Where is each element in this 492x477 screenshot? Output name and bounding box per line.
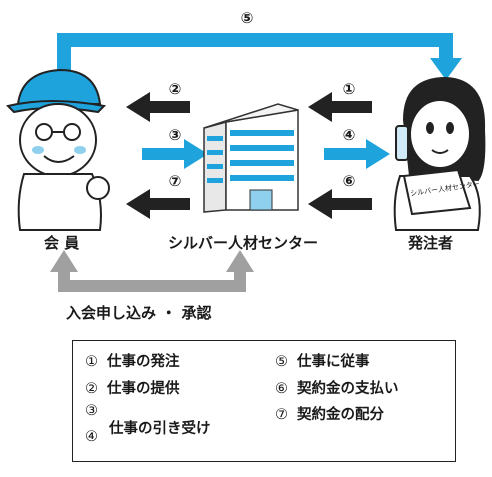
label-2: ② [168,80,182,98]
arrow-1-black [308,92,372,122]
building-icon [203,103,299,213]
center-label: シルバー人材センター [168,234,319,252]
label-7: ⑦ [168,172,182,190]
member-icon [6,68,110,231]
client-label: 発注者 [408,234,454,252]
legend-item-3: ③ [85,403,98,419]
arrow-6-black [308,189,372,219]
label-1: ① [342,80,356,98]
arrow-4-blue [324,139,390,169]
client-icon [393,76,486,231]
legend-item-3-4-text: 仕事の引き受け [109,421,211,437]
arrow-3-blue [142,139,208,169]
legend-item-4: ④ [85,429,98,445]
arrow-5-blue [57,33,462,80]
arrow-2-black [126,92,190,122]
arrow-7-black [126,189,190,219]
membership-label: 入会申し込み ・ 承認 [66,304,212,322]
label-6: ⑥ [342,172,356,190]
arrow-membership-gray [50,250,254,292]
label-3: ③ [168,126,182,144]
label-4: ④ [342,126,356,144]
label-5: ⑤ [240,9,254,27]
member-label: 会 員 [44,234,80,252]
